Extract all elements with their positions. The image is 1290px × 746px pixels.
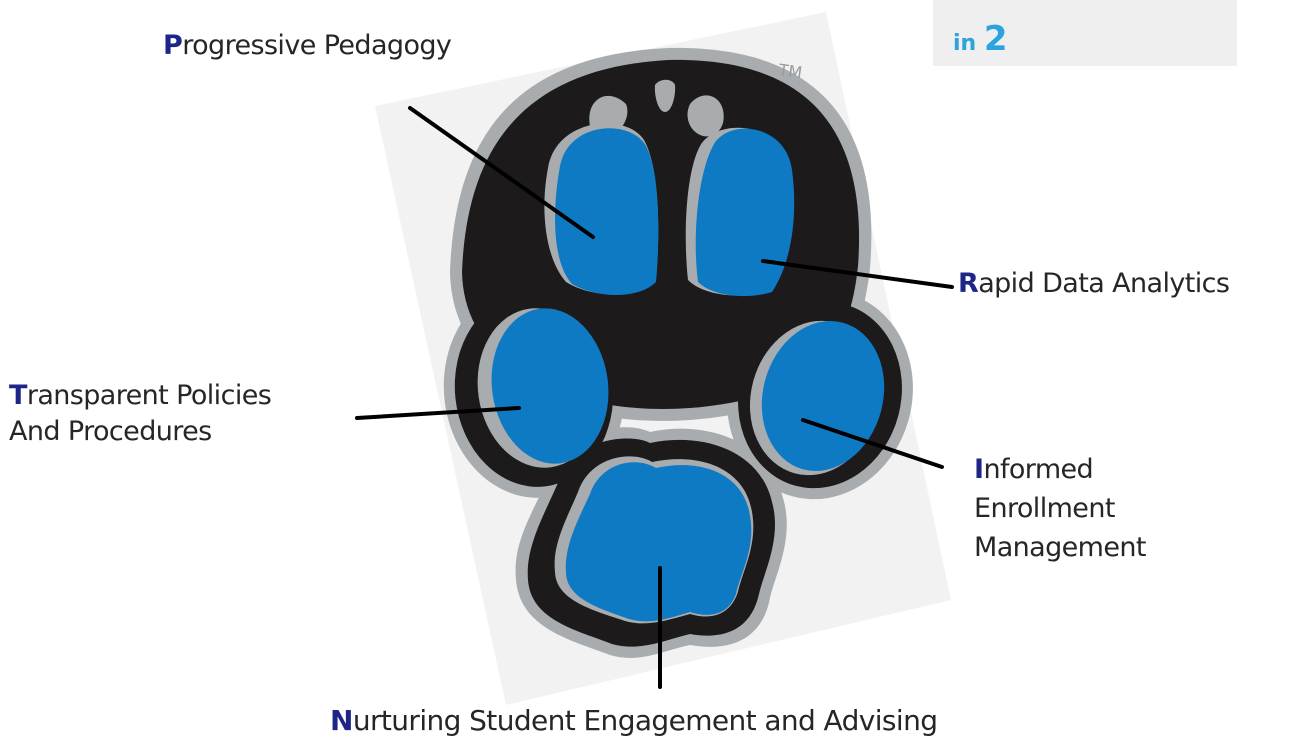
connector-lines: [355, 106, 954, 689]
label-informed-text: nformed Enrollment Management: [974, 454, 1146, 563]
line-progressive: [408, 106, 595, 239]
line-rapid: [761, 259, 954, 289]
pad-rapid: [695, 128, 795, 297]
label-rapid: Rapid Data Analytics: [958, 266, 1230, 302]
label-nurturing-text: urturing Student Engagement and Advising: [352, 704, 938, 737]
pad-informed: [761, 320, 885, 472]
label-progressive-text: rogressive Pedagogy: [182, 30, 452, 61]
corner-prefix: in: [953, 31, 977, 56]
label-rapid-text: apid Data Analytics: [978, 268, 1230, 299]
corner-number: 2: [983, 19, 1008, 59]
paw-print-logo: TM: [443, 47, 913, 658]
label-transparent-text: ransparent Policies And Procedures: [9, 380, 272, 447]
label-progressive-initial: P: [163, 30, 183, 61]
label-rapid-initial: R: [958, 268, 979, 299]
pad-transparent: [491, 308, 609, 464]
line-informed: [801, 418, 944, 469]
label-nurturing: Nurturing Student Engagement and Advisin…: [330, 703, 938, 739]
label-transparent-initial: T: [9, 380, 27, 411]
label-informed: Informed Enrollment Management: [974, 450, 1146, 567]
label-nurturing-initial: N: [330, 704, 353, 737]
corner-banner: in 2: [933, 0, 1237, 66]
line-transparent: [355, 406, 521, 420]
label-progressive: Progressive Pedagogy: [163, 28, 452, 64]
paw-pads: [477, 123, 885, 624]
trademark-mark: TM: [776, 60, 803, 82]
pad-nurturing: [565, 462, 752, 622]
pad-progressive: [555, 128, 659, 295]
label-informed-initial: I: [974, 454, 984, 485]
label-transparent: Transparent Policies And Procedures: [9, 378, 272, 450]
corner-text: in 2: [953, 22, 1008, 56]
